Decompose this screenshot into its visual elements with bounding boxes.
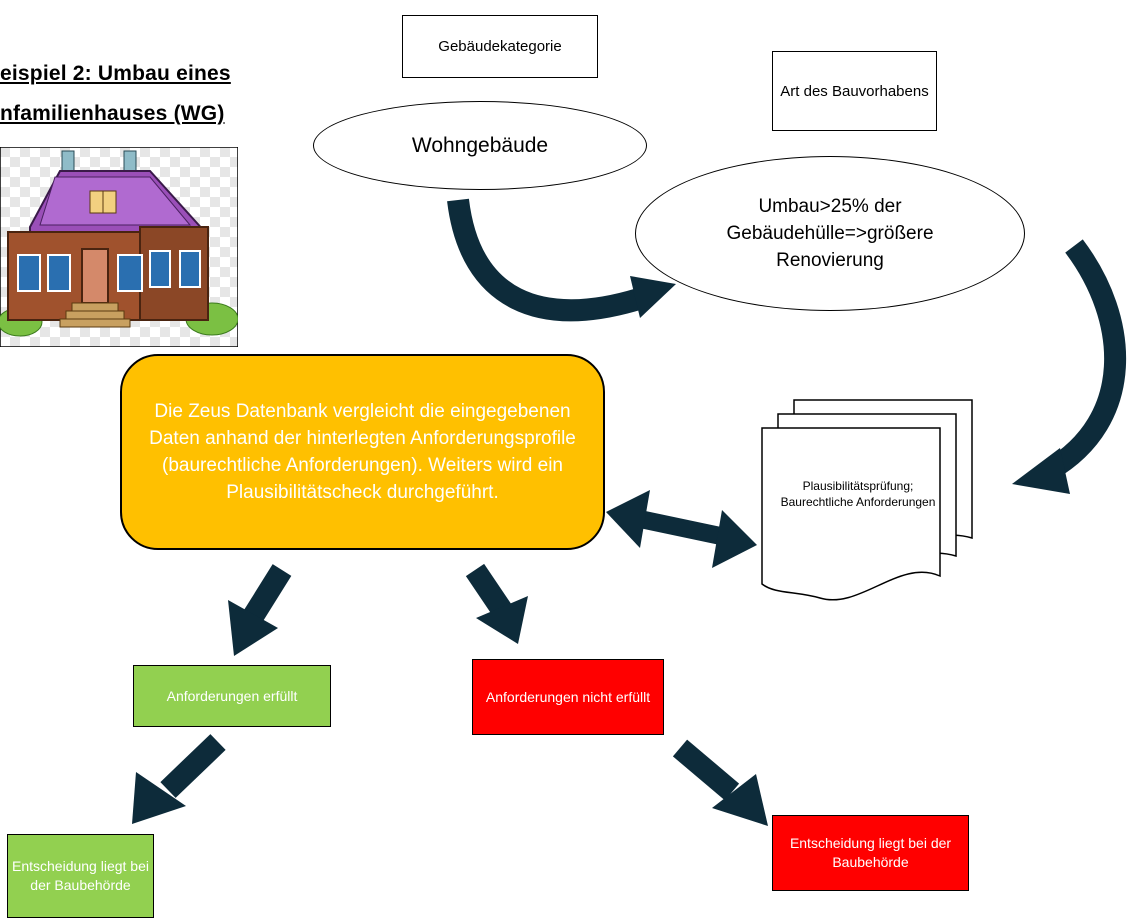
fulfilled-label: Anforderungen erfüllt: [166, 687, 298, 704]
decision-left-label: Entscheidung liegt bei der Baubehörde: [12, 858, 149, 893]
project-type-label: Art des Bauvorhabens: [780, 82, 929, 100]
arrow-building-to-renovation-head: [630, 276, 676, 318]
decision-left-box: Entscheidung liegt bei der Baubehörde: [7, 834, 154, 918]
arrow-not-fulfilled-to-decision: [672, 739, 740, 801]
title-line-1: eispiel 2: Umbau eines: [0, 62, 231, 85]
arrow-renovation-to-document-head: [1012, 448, 1070, 494]
main-process-box: Die Zeus Datenbank vergleicht die eingeg…: [120, 354, 605, 550]
renovation-ellipse-label: Umbau>25% der Gebäudehülle=>größere Reno…: [726, 196, 934, 271]
arrow-main-to-not-fulfilled: [465, 563, 512, 617]
building-ellipse-label: Wohngebäude: [411, 133, 549, 157]
arrow-not-fulfilled-to-decision-head: [712, 774, 768, 826]
double-arrow-head-right: [712, 510, 757, 568]
double-arrow-head-left: [606, 490, 650, 548]
house-illustration: [0, 147, 238, 347]
title-line-2: nfamilienhauses (WG): [0, 102, 225, 125]
arrow-main-to-not-fulfilled-head: [476, 596, 528, 644]
arrow-building-to-renovation: [447, 198, 646, 322]
arrow-main-to-fulfilled: [242, 564, 292, 624]
arrow-main-to-fulfilled-head: [228, 600, 278, 656]
decision-right-box: Entscheidung liegt bei der Baubehörde: [772, 815, 969, 891]
decision-right-label: Entscheidung liegt bei der Baubehörde: [789, 835, 952, 870]
not-fulfilled-label: Anforderungen nicht erfüllt: [485, 688, 651, 705]
arrow-renovation-to-document: [1044, 239, 1127, 480]
category-label: Gebäudekategorie: [438, 38, 562, 55]
fulfilled-box: Anforderungen erfüllt: [133, 665, 331, 727]
double-arrow-shaft: [638, 510, 732, 547]
arrow-fulfilled-to-decision: [160, 734, 226, 798]
building-ellipse: Wohngebäude: [313, 101, 647, 190]
category-label-box: Gebäudekategorie: [402, 15, 598, 78]
document-text: Plausibilitätsprüfung; Baurechtliche Anf…: [780, 479, 936, 509]
renovation-ellipse: Umbau>25% der Gebäudehülle=>größere Reno…: [635, 156, 1025, 311]
not-fulfilled-box: Anforderungen nicht erfüllt: [472, 659, 664, 735]
main-process-text: Die Zeus Datenbank vergleicht die eingeg…: [149, 401, 576, 503]
document-stack: [761, 399, 973, 601]
arrow-fulfilled-to-decision-head: [132, 772, 186, 824]
project-type-label-box: Art des Bauvorhabens: [772, 51, 937, 131]
